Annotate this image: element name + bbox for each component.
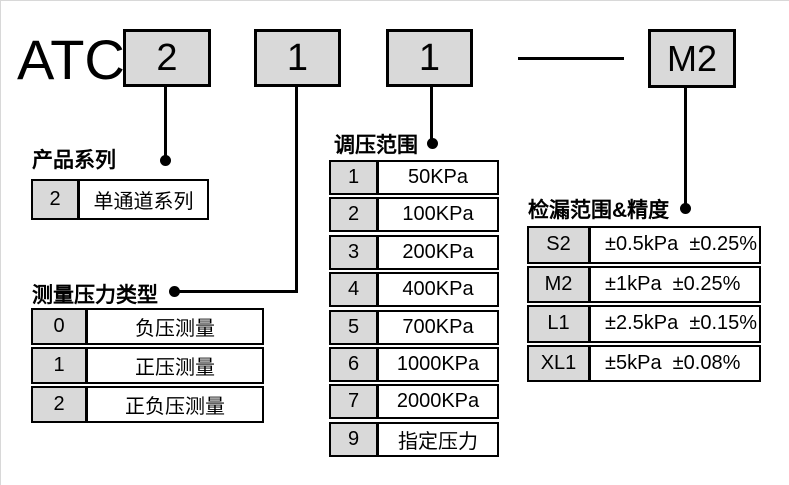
connector-bullet-regulation-range [427,138,438,149]
model-segment-box-product-series: 2 [123,29,211,87]
table-row: L1 ±2.5kPa ±0.15% [527,305,761,343]
code-cell: 3 [331,236,379,268]
connector-bullet-leak-range [680,203,691,214]
pressure-type-table: 0 负压测量 1 正压测量 2 正负压测量 [31,308,264,423]
label-cell: 负压测量 [135,318,215,340]
code-cell: 2 [33,181,80,218]
connector-pressure-type-vertical [295,86,298,293]
table-row: 1 正压测量 [31,347,264,384]
leak-range-title: 检漏范围&精度 [528,199,670,222]
code-cell: M2 [529,267,591,301]
code-cell: 5 [331,311,379,343]
table-row: XL1 ±5kPa ±0.08% [527,344,761,382]
table-row: 5 700KPa [329,309,499,345]
label-cell: 700KPa [402,315,474,338]
product-series-title: 产品系列 [32,149,116,172]
connector-regulation-range [430,86,433,140]
label-cell: 1000KPa [396,352,480,375]
model-code-dash [518,57,624,60]
label-cell: 50KPa [407,166,469,188]
code-cell: 2 [331,199,379,231]
model-segment-box-leak-range: M2 [648,29,736,88]
regulation-range-table: 1 50KPa 2 100KPa 3 200KPa 4 400KPa 5 700KPa 6 1000K… [329,160,499,457]
label-cell: ±0.5kPa ±0.25% [605,233,758,256]
model-segment-box-regulation-range: 1 [386,29,473,87]
regulation-range-title: 调压范围 [334,134,418,157]
connector-bullet-pressure-type [169,286,180,297]
label-cell: 单通道系列 [93,191,194,213]
label-cell: ±5kPa ±0.08% [605,351,741,374]
label-cell: 指定压力 [398,430,478,453]
table-row: 6 1000KPa [329,346,499,382]
product-series-table: 2 单通道系列 [31,179,209,220]
code-cell: 4 [331,274,379,306]
table-row: M2 ±1kPa ±0.25% [527,265,761,303]
table-row: 9 指定压力 [329,421,499,457]
code-cell: 6 [331,348,379,380]
code-cell: 0 [33,310,88,343]
code-cell: 2 [33,388,88,421]
table-row: 2 单通道系列 [31,179,209,220]
label-cell: 2000KPa [396,390,480,413]
label-cell: 200KPa [402,240,474,263]
connector-product-series [164,86,167,157]
model-prefix: ATC [17,28,125,91]
label-cell: 正压测量 [135,357,215,379]
pressure-type-title: 测量压力类型 [32,284,158,307]
code-cell: S2 [529,228,591,262]
code-cell: 1 [33,349,88,382]
table-row: 3 200KPa [329,234,499,270]
code-cell: 7 [331,386,379,418]
code-cell: L1 [529,307,591,341]
label-cell: 100KPa [402,203,474,226]
model-segment-box-pressure-type: 1 [254,29,341,87]
label-cell: 400KPa [402,278,474,301]
table-row: 2 正负压测量 [31,386,264,423]
table-row: 0 负压测量 [31,308,264,345]
code-cell: 9 [331,423,379,455]
label-cell: ±1kPa ±0.25% [605,272,741,295]
table-row: 7 2000KPa [329,384,499,420]
code-cell: XL1 [529,346,591,380]
table-row: 2 100KPa [329,197,499,233]
table-row: 1 50KPa [329,160,499,195]
code-cell: 1 [331,162,379,193]
connector-bullet-product-series [160,155,171,166]
connector-pressure-type-horizontal [176,290,298,293]
leak-range-table: S2 ±0.5kPa ±0.25% M2 ±1kPa ±0.25% L1 ±2.5kPa … [527,226,761,382]
connector-leak-range [684,87,687,204]
label-cell: ±2.5kPa ±0.15% [605,312,758,335]
table-row: S2 ±0.5kPa ±0.25% [527,226,761,264]
label-cell: 正负压测量 [125,396,225,418]
table-row: 4 400KPa [329,272,499,308]
